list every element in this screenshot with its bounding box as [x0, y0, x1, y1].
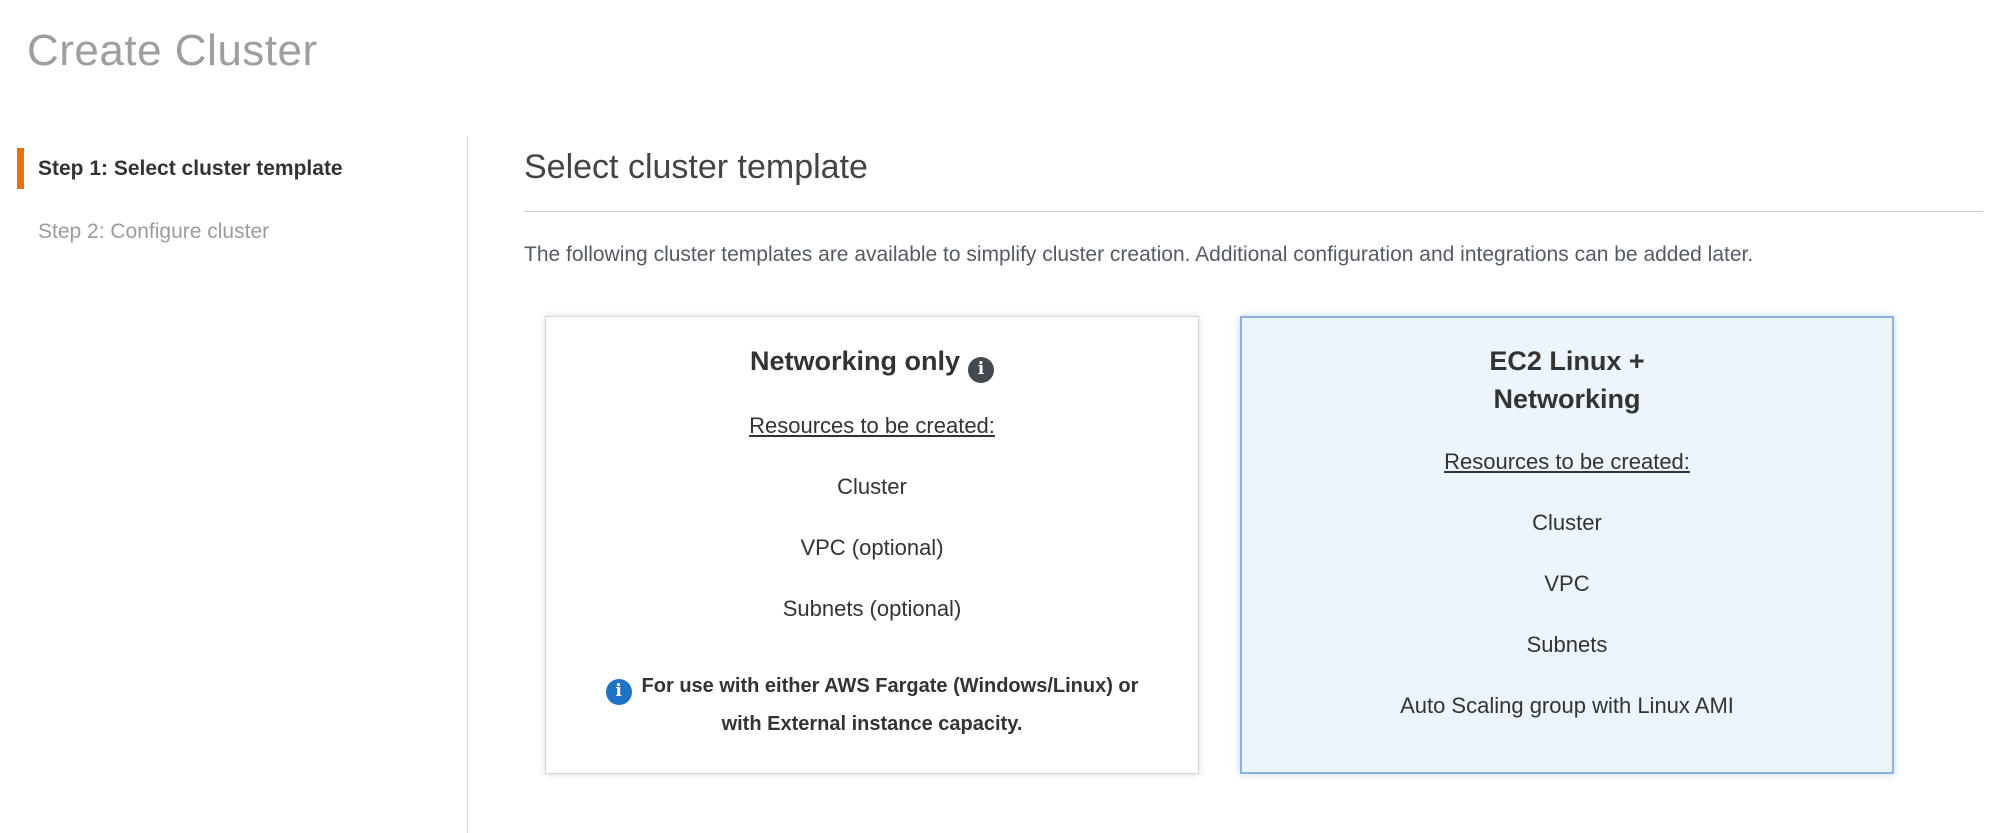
resource-item: VPC (optional)	[800, 534, 944, 560]
section-heading: Select cluster template	[524, 148, 868, 186]
section-divider	[524, 211, 1983, 212]
body-row: Step 1: Select cluster template Step 2: …	[0, 136, 1999, 833]
resource-item: Cluster	[1532, 509, 1602, 535]
page-title: Create Cluster	[27, 26, 318, 75]
card-title: Networking only	[546, 343, 1198, 383]
template-card-networking-only[interactable]: Networking only Resources to be created:…	[545, 316, 1199, 775]
resources-label: Resources to be created:	[1444, 448, 1690, 474]
resource-item: Auto Scaling group with Linux AMI	[1400, 692, 1734, 718]
section-description: The following cluster templates are avai…	[524, 243, 1754, 266]
resource-item: VPC	[1544, 570, 1590, 596]
template-cards-row: Networking only Resources to be created:…	[545, 316, 1983, 775]
steps-sidebar: Step 1: Select cluster template Step 2: …	[0, 136, 468, 833]
sidebar-step-1-select-cluster-template[interactable]: Step 1: Select cluster template	[17, 148, 467, 190]
main-content: Select cluster template The following cl…	[468, 136, 1999, 833]
sidebar-step-2-configure-cluster[interactable]: Step 2: Configure cluster	[38, 220, 270, 244]
card-title: EC2 Linux + Networking	[1489, 346, 1645, 414]
resource-item: Subnets (optional)	[782, 595, 962, 621]
resource-item: Subnets	[1526, 631, 1608, 657]
resources-label: Resources to be created:	[749, 412, 995, 438]
card-note: For use with either AWS Fargate (Windows…	[592, 667, 1152, 743]
resource-item: Cluster	[837, 473, 907, 499]
card-note-text: For use with either AWS Fargate (Windows…	[641, 675, 1139, 736]
template-card-ec2-linux-networking[interactable]: EC2 Linux + Networking Resources to be c…	[1240, 316, 1894, 775]
info-icon[interactable]	[968, 356, 994, 383]
card-title-text: Networking only	[749, 346, 960, 377]
info-icon-blue	[605, 678, 632, 705]
